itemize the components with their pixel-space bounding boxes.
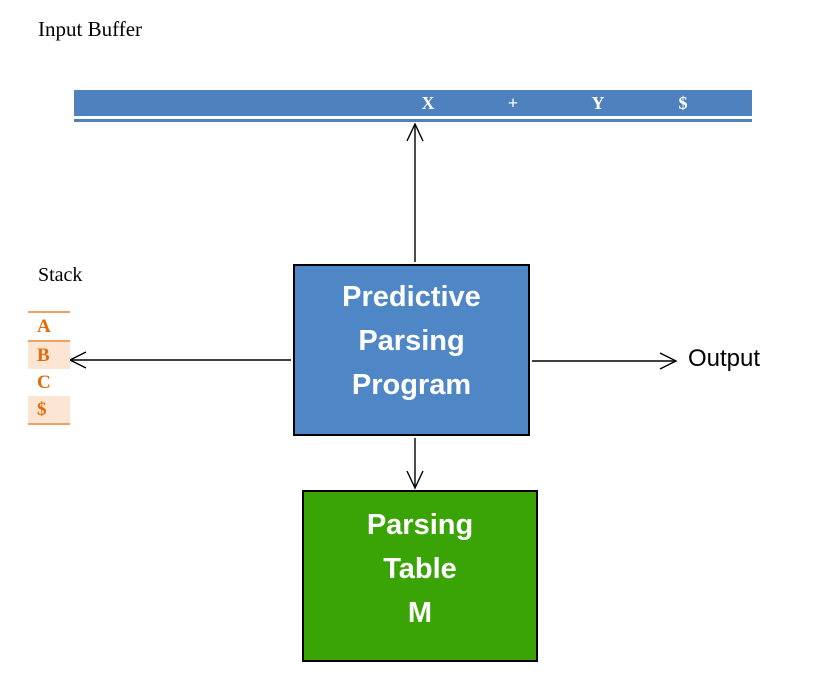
buffer-bar-gap xyxy=(74,116,752,119)
stack-label: Stack xyxy=(38,264,83,286)
arrow-to-input-buffer xyxy=(406,122,424,262)
program-box-line-1: Predictive xyxy=(342,281,481,313)
stack-item-b: B xyxy=(28,342,70,369)
program-box-line-2: Parsing xyxy=(358,325,465,357)
stack-item-dollar: $ xyxy=(28,396,70,425)
table-box-line-2: Table xyxy=(383,553,457,585)
program-box-line-3: Program xyxy=(351,369,472,401)
stack-item-c: C xyxy=(28,369,70,396)
table-box-line-3: M xyxy=(407,597,433,629)
input-buffer-bar: X + Y $ xyxy=(74,90,752,122)
table-box-line-1: Parsing xyxy=(366,509,474,541)
parsing-table-box: Parsing Table M xyxy=(302,490,538,662)
buffer-bar-underline xyxy=(74,119,752,122)
stack-item-a: A xyxy=(28,313,70,342)
buffer-cell-y: Y xyxy=(591,93,605,113)
buffer-cell-dollar: $ xyxy=(678,93,688,113)
buffer-cell-plus: + xyxy=(507,93,519,113)
input-buffer-tape: X + Y $ xyxy=(74,90,752,116)
arrow-to-stack xyxy=(68,351,291,369)
arrow-to-output xyxy=(532,352,678,370)
predictive-parsing-program-box: Predictive Parsing Program xyxy=(293,264,530,436)
input-buffer-label: Input Buffer xyxy=(38,17,143,41)
buffer-cell-x: X xyxy=(421,93,435,113)
output-label: Output xyxy=(688,345,761,372)
stack-list: A B C $ xyxy=(28,311,70,425)
arrow-to-parsing-table xyxy=(406,438,424,490)
